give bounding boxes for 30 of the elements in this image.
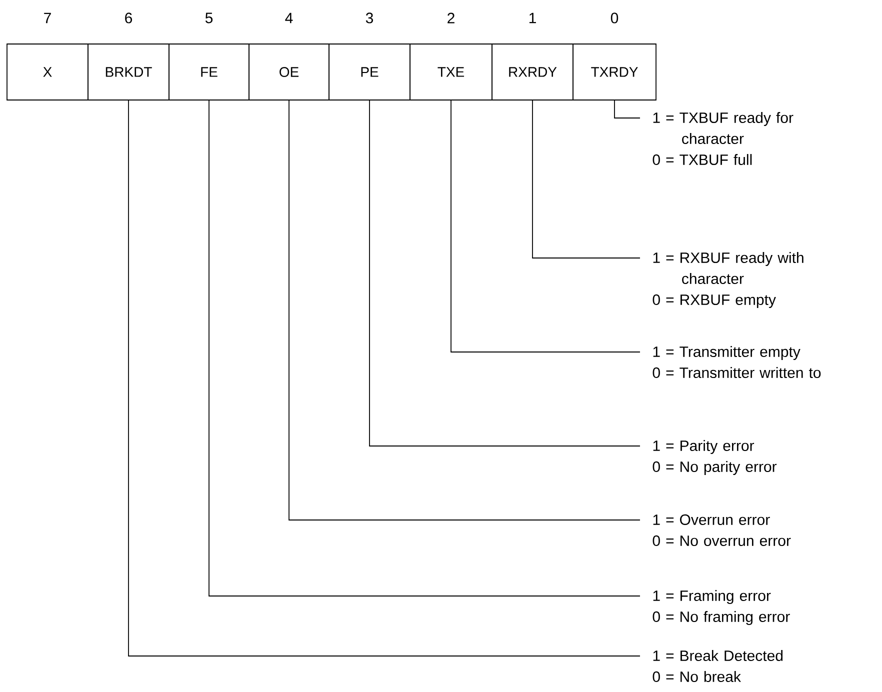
bit-number: 2: [448, 12, 454, 24]
leader-line: [450, 100, 640, 352]
register-cell: FE: [168, 44, 250, 100]
bit-description: 1 = Parity error 0 = No parity error: [652, 440, 777, 475]
bit-number: 7: [44, 12, 51, 24]
leader-line: [128, 100, 640, 656]
leader-line: [369, 100, 640, 446]
bit-number: 5: [205, 12, 213, 24]
register-cell: OE: [248, 44, 330, 100]
bit-number: 0: [610, 12, 618, 24]
register-cell: BRKDT: [88, 44, 170, 100]
bit-description: 1 = Framing error 0 = No framing error: [652, 590, 790, 625]
bit-number: 1: [529, 12, 536, 24]
bit-number: 6: [125, 12, 132, 24]
bit-number: 3: [366, 12, 374, 24]
bit-description: 1 = TXBUF ready for character 0 = TXBUF full: [652, 112, 794, 166]
register-cell: TXRDY: [572, 44, 656, 100]
leader-line: [614, 100, 640, 118]
bit-number: 4: [285, 12, 293, 24]
leader-line: [208, 100, 640, 596]
register-cell: X: [6, 44, 88, 100]
register-cell: TXE: [410, 44, 492, 100]
bit-description: 1 = Transmitter empty 0 = Transmitter written to: [652, 346, 821, 378]
bit-description: 1 = Break Detected 0 = No break: [652, 650, 783, 682]
bit-description: 1 = Overrun error 0 = No overrun error: [652, 514, 791, 546]
leader-line: [288, 100, 640, 520]
register-cell: PE: [328, 44, 410, 100]
leader-line: [532, 100, 640, 258]
bit-description: 1 = RXBUF ready with character 0 = RXBUF empty: [652, 252, 804, 308]
register-cell: RXRDY: [492, 44, 574, 100]
